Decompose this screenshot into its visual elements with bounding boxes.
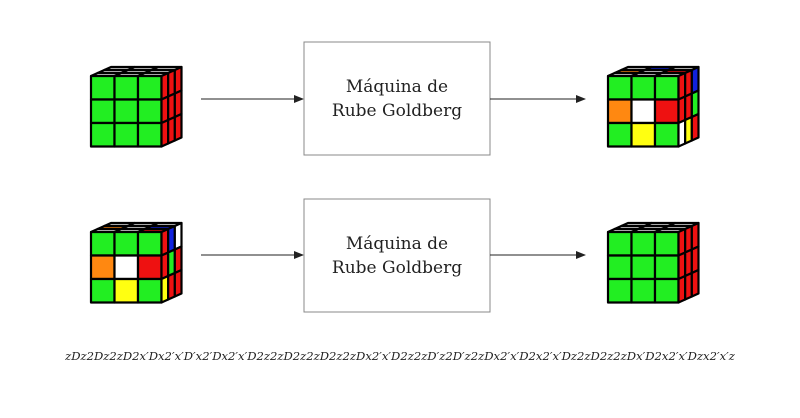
cube-sticker xyxy=(690,112,700,142)
cube-sticker xyxy=(113,254,140,281)
cube-sticker xyxy=(690,221,700,251)
cube-sticker xyxy=(173,65,183,95)
cube-sticker xyxy=(89,230,116,257)
cube-sticker xyxy=(630,254,657,281)
cube-sticker xyxy=(136,74,163,101)
cube-sticker xyxy=(89,121,116,148)
cube-sticker xyxy=(173,268,183,298)
cube-sticker xyxy=(136,277,163,304)
cube-sticker xyxy=(606,254,633,281)
machine-label-line1: Máquina de xyxy=(346,77,448,97)
cube-sticker xyxy=(690,65,700,95)
row-1: Máquina de Rube Goldberg xyxy=(89,41,700,156)
cube-sticker xyxy=(113,230,140,257)
cube-sticker xyxy=(630,230,657,257)
cube-sticker xyxy=(630,277,657,304)
cube-sticker xyxy=(606,121,633,148)
cube-sticker xyxy=(113,74,140,101)
cube-sticker xyxy=(136,230,163,257)
cube-sticker xyxy=(173,245,183,275)
input-cube xyxy=(89,221,183,304)
cube-sticker xyxy=(606,74,633,101)
cube-sticker xyxy=(653,230,680,257)
machine-label-line2: Rube Goldberg xyxy=(332,258,462,278)
machine-label-line1: Máquina de xyxy=(346,234,448,254)
output-cube xyxy=(606,221,700,304)
cube-sticker xyxy=(653,74,680,101)
cube-sticker xyxy=(653,254,680,281)
cube-sticker xyxy=(113,98,140,125)
cube-sticker xyxy=(113,277,140,304)
cube-sticker xyxy=(690,268,700,298)
cube-sticker xyxy=(653,98,680,125)
cube-sticker xyxy=(653,121,680,148)
cube-sticker xyxy=(173,112,183,142)
cube-sticker xyxy=(630,74,657,101)
cube-sticker xyxy=(113,121,140,148)
row-2: Máquina de Rube Goldberg xyxy=(89,198,700,313)
cube-sticker xyxy=(173,89,183,119)
cube-sticker xyxy=(606,230,633,257)
cube-sticker xyxy=(630,98,657,125)
cube-sticker xyxy=(690,245,700,275)
cube-sticker xyxy=(89,254,116,281)
cube-sticker xyxy=(606,277,633,304)
move-sequence: zDz2Dz2zD2x′Dx2′x′D′x2′Dx2′x′D2z2zD2z2zD… xyxy=(65,349,735,363)
input-cube xyxy=(89,65,183,148)
cube-sticker xyxy=(89,277,116,304)
cube-sticker xyxy=(136,98,163,125)
output-cube xyxy=(606,65,700,148)
cube-sticker xyxy=(89,74,116,101)
cube-sticker xyxy=(173,221,183,251)
cube-sticker xyxy=(136,121,163,148)
machine-label-line2: Rube Goldberg xyxy=(332,101,462,121)
machine-box: Máquina de Rube Goldberg xyxy=(303,41,491,156)
cube-sticker xyxy=(630,121,657,148)
cube-sticker xyxy=(653,277,680,304)
cube-sticker xyxy=(89,98,116,125)
cube-sticker xyxy=(606,98,633,125)
cube-sticker xyxy=(690,89,700,119)
cube-sticker xyxy=(136,254,163,281)
machine-box: Máquina de Rube Goldberg xyxy=(303,198,491,313)
